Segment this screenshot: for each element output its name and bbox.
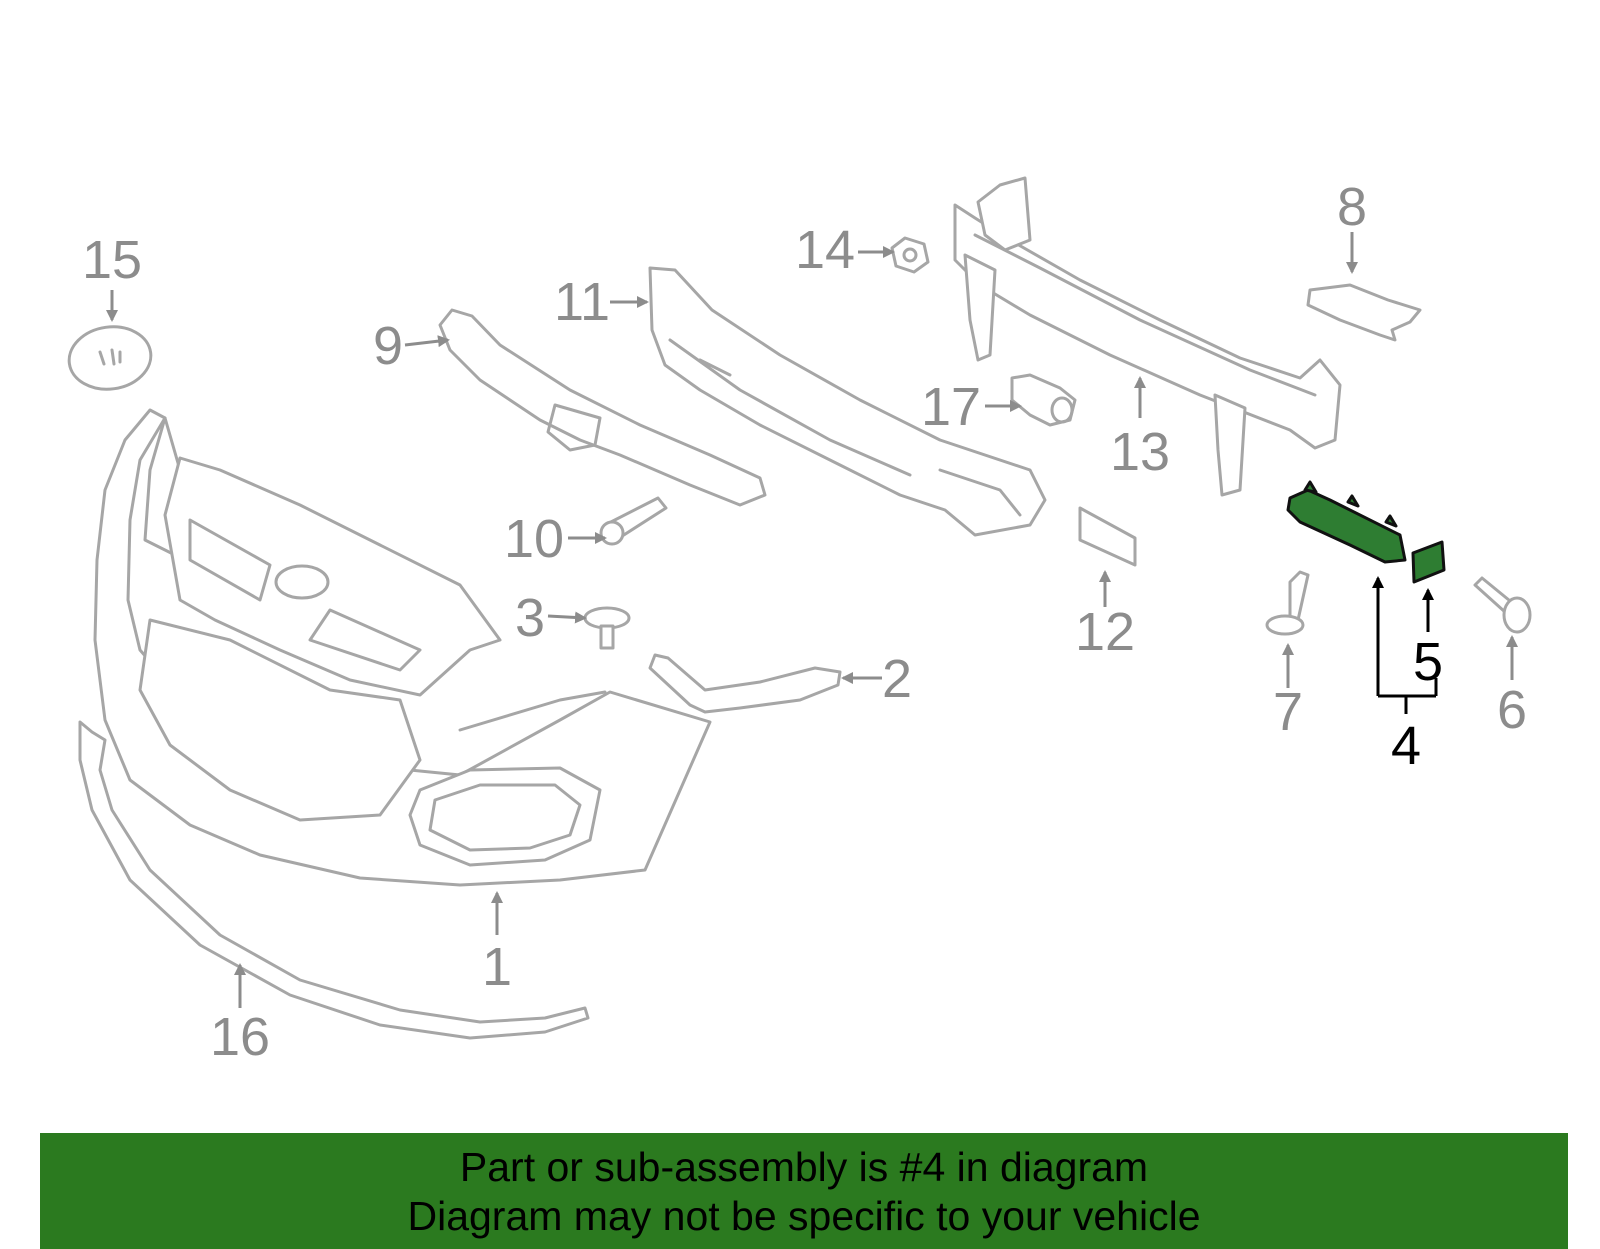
callout-9: 9 (373, 316, 403, 376)
callout-4: 4 (1391, 716, 1421, 776)
part-12-plate (1078, 506, 1137, 567)
leader-lines (106, 232, 1518, 1008)
leader-9 (404, 335, 450, 348)
part-2-bracket (648, 653, 842, 714)
callout-11: 11 (554, 272, 610, 332)
callout-13: 13 (1110, 422, 1170, 482)
callout-17: 17 (921, 377, 981, 437)
callout-5: 5 (1413, 632, 1443, 692)
part-11-absorber (648, 266, 1047, 537)
callout-16: 16 (210, 1007, 270, 1067)
part-1-bumper-cover (93, 408, 712, 887)
part-16-lip-strip (78, 720, 590, 1040)
part-15-emblem (67, 325, 153, 391)
callout-7: 7 (1273, 682, 1303, 742)
part-6-bolt (1473, 576, 1532, 634)
callout-2: 2 (882, 649, 912, 709)
part-7-bolt (1265, 570, 1310, 636)
part-9-upper-bracket (438, 308, 767, 507)
callout-3: 3 (515, 588, 545, 648)
callout-10: 10 (504, 509, 564, 569)
part-13-reinforcement (953, 176, 1342, 497)
banner-line-1: Part or sub-assembly is #4 in diagram (459, 1144, 1149, 1190)
part-5-pad-highlighted (1411, 540, 1446, 584)
callout-15: 15 (82, 230, 142, 290)
leader-3 (547, 611, 587, 624)
callout-1: 1 (482, 937, 512, 997)
part-17-sensor (1010, 373, 1077, 427)
callout-12: 12 (1075, 602, 1135, 662)
leader-4-bracket (1376, 580, 1438, 714)
callout-6: 6 (1497, 680, 1527, 740)
part-14-nut (890, 236, 930, 274)
part-10-bolt (599, 496, 668, 546)
part-8-bracket (1306, 283, 1422, 342)
part-3-clip (583, 606, 631, 650)
callouts: 15 14 11 9 8 17 13 10 12 3 2 7 6 5 4 1 1… (82, 177, 1527, 1067)
info-banner: Part or sub-assembly is #4 in diagram Di… (40, 1133, 1568, 1249)
part-4-bracket-highlighted (1286, 480, 1407, 564)
callout-8: 8 (1337, 177, 1367, 237)
callout-14: 14 (795, 220, 855, 280)
banner-line-2: Diagram may not be specific to your vehi… (407, 1193, 1201, 1239)
